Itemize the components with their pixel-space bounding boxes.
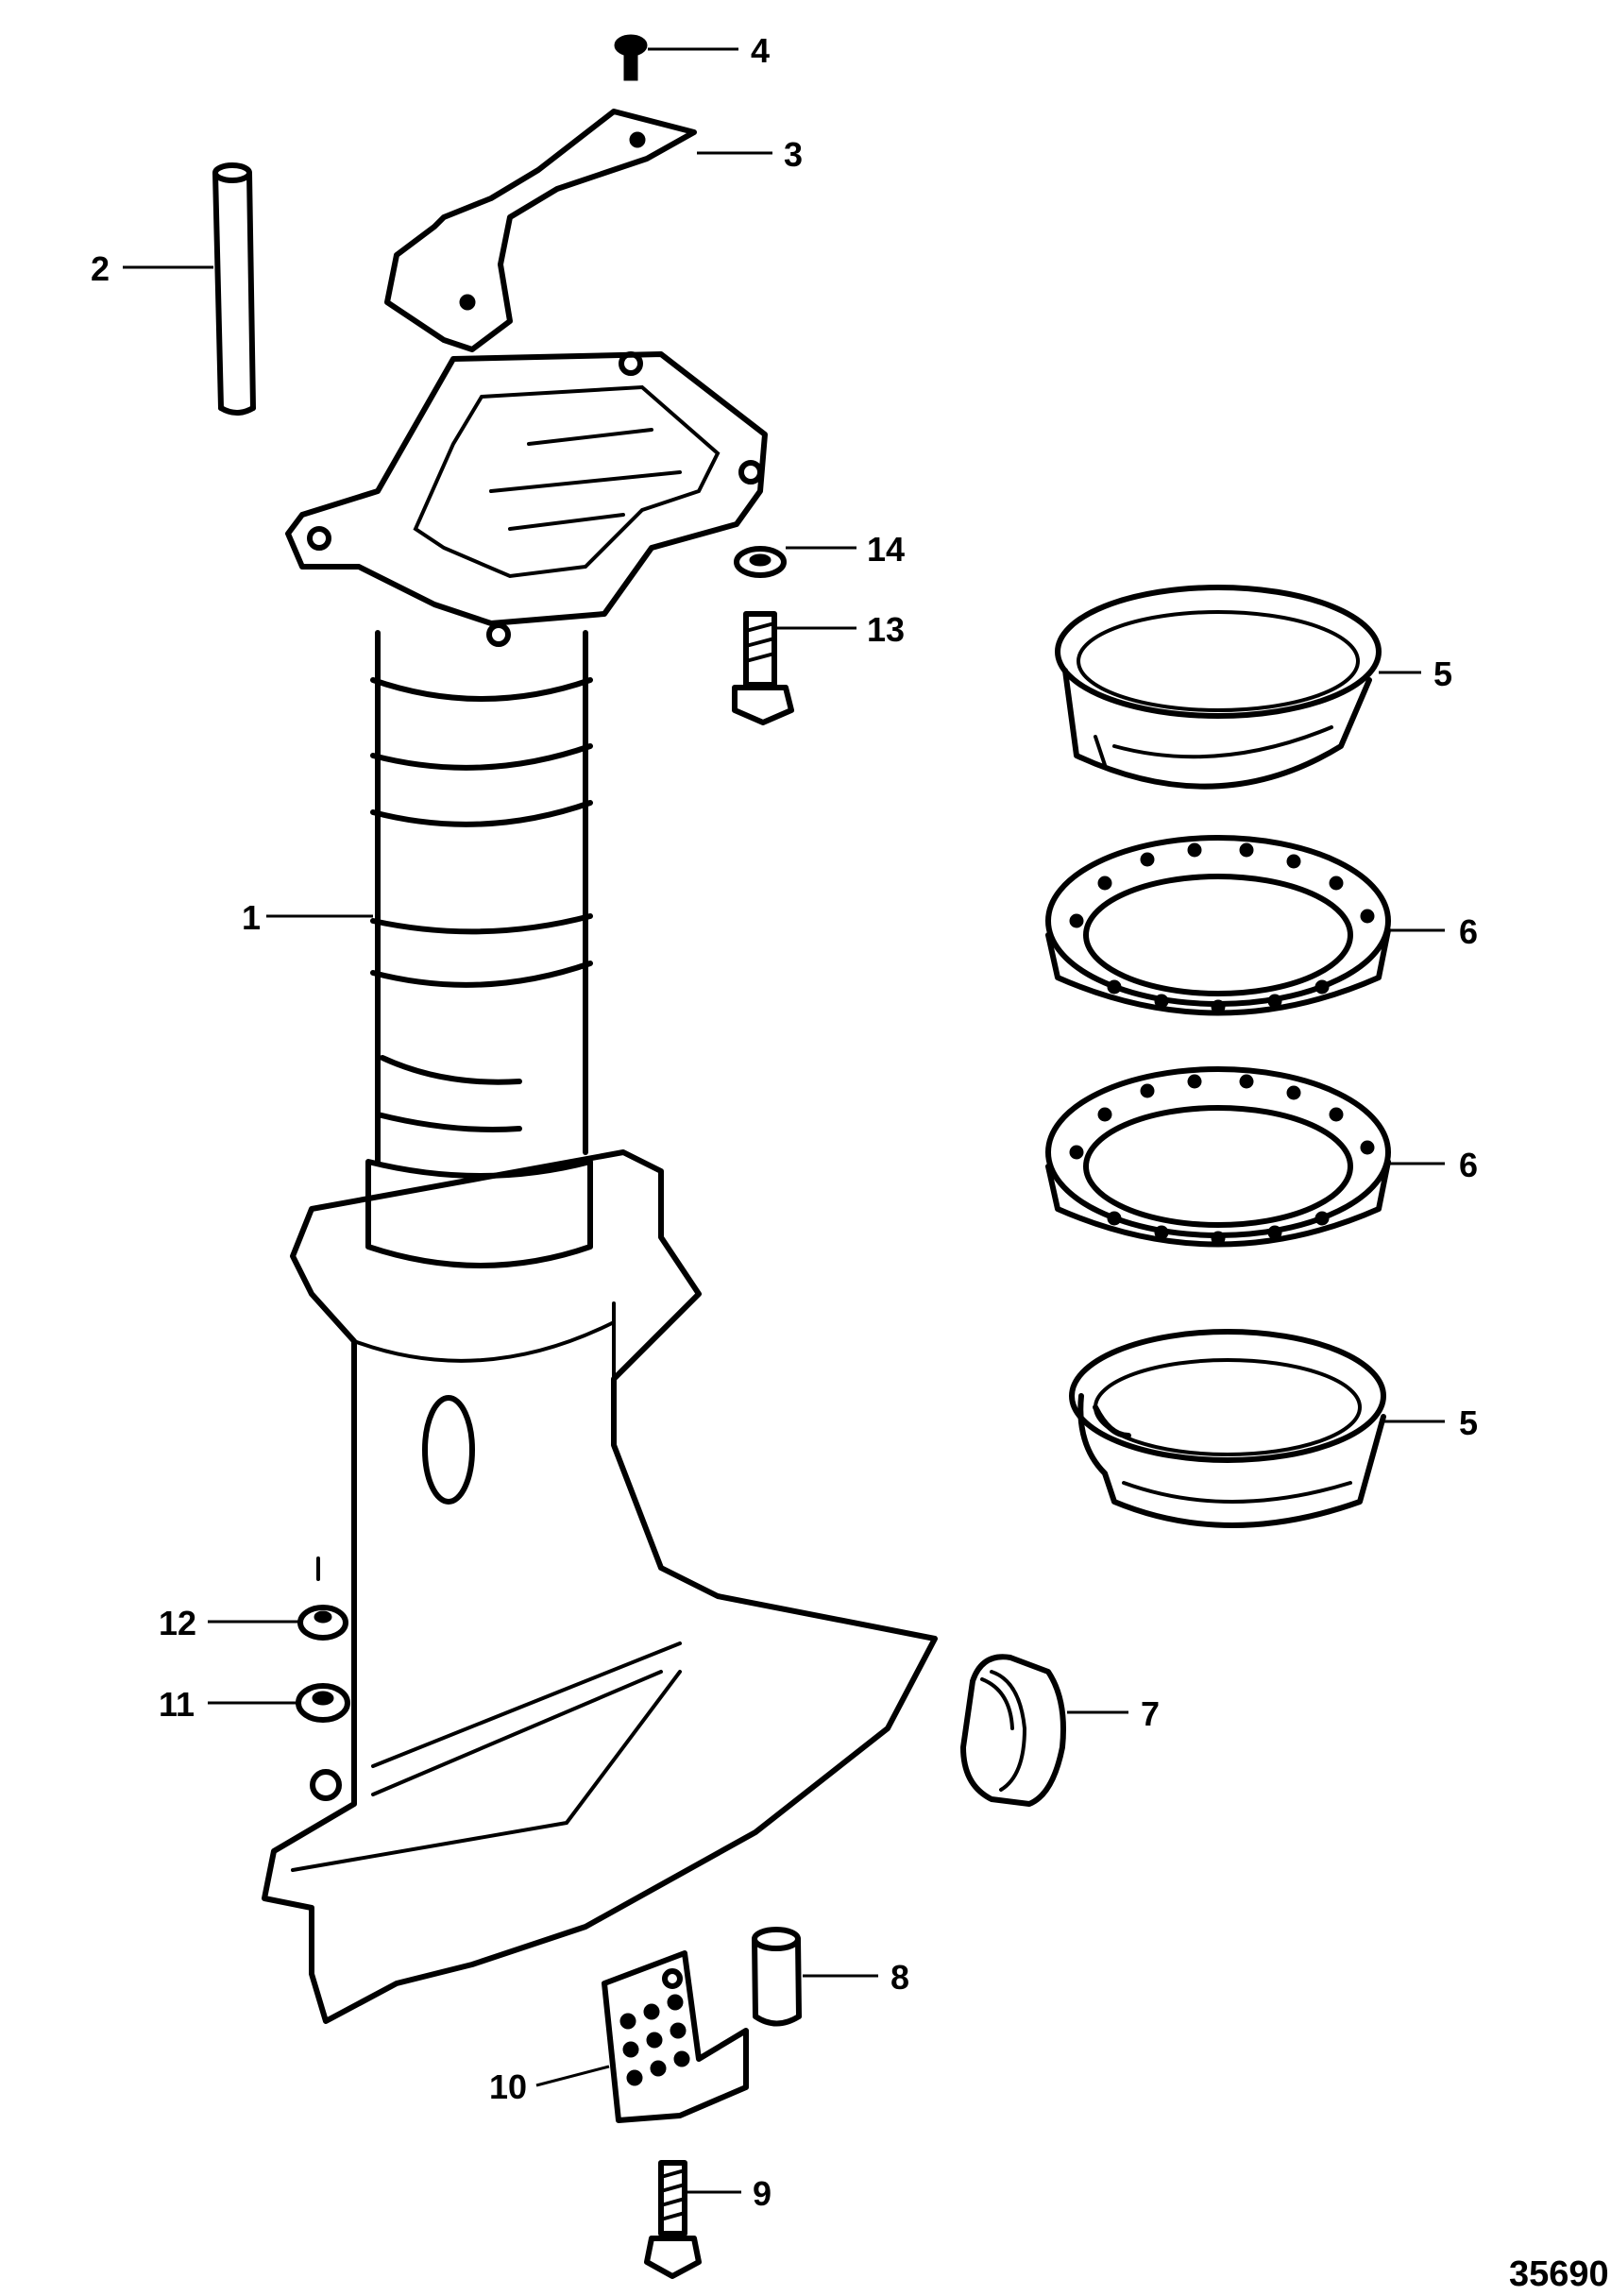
part-9-screw xyxy=(644,2160,702,2279)
figure-number: 35690 xyxy=(1509,2254,1609,2294)
part-5-upper-bushing xyxy=(1055,585,1382,790)
part-12-nut xyxy=(297,1556,348,1641)
part-1-driveshaft-housing xyxy=(262,351,938,2024)
callout-labels: 4 3 2 14 13 5 1 6 6 5 7 12 11 8 10 9 xyxy=(91,31,1478,2213)
callout-8: 8 xyxy=(890,1958,909,1997)
part-6-upper-bearing xyxy=(1045,835,1391,1016)
part-14-washer xyxy=(734,546,787,578)
part-7-plug xyxy=(960,1654,1066,1807)
leader-lines xyxy=(123,47,1445,2194)
part-6-lower-bearing xyxy=(1045,1066,1391,1248)
callout-3: 3 xyxy=(784,135,803,174)
callout-2: 2 xyxy=(91,249,110,288)
callout-12: 12 xyxy=(159,1604,196,1642)
callout-7: 7 xyxy=(1141,1694,1160,1733)
part-11-washer xyxy=(296,1683,350,1723)
part-8-sleeve xyxy=(752,1927,802,2027)
part-5-lower-bushing xyxy=(1069,1329,1386,1528)
callout-11: 11 xyxy=(159,1685,195,1724)
part-13-bolt xyxy=(732,611,794,725)
callout-14: 14 xyxy=(867,530,905,569)
callout-6-lower: 6 xyxy=(1459,1146,1478,1184)
callout-6-upper: 6 xyxy=(1459,912,1478,951)
part-10-anode xyxy=(602,1950,749,2123)
callout-9: 9 xyxy=(753,2174,772,2213)
callout-1: 1 xyxy=(242,898,261,937)
callout-13: 13 xyxy=(867,610,905,649)
part-2-tube xyxy=(212,162,256,416)
part-3-cover-plate xyxy=(384,109,697,352)
callout-5-lower: 5 xyxy=(1459,1403,1478,1442)
callout-5-upper: 5 xyxy=(1433,655,1452,693)
callout-4: 4 xyxy=(751,31,770,70)
callout-10: 10 xyxy=(489,2067,527,2106)
part-4-screw xyxy=(614,34,648,81)
